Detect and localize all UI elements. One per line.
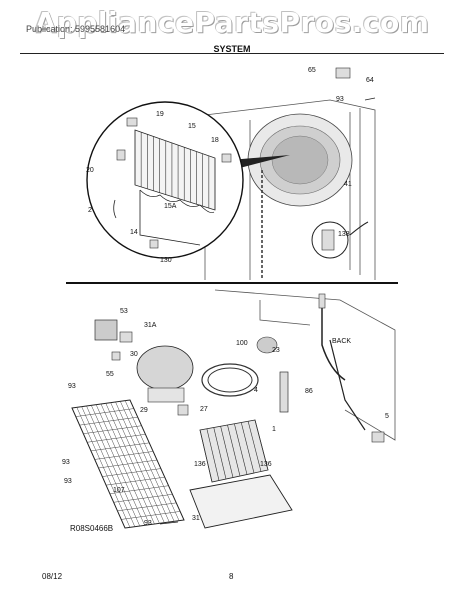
- callout-label: 31A: [144, 322, 157, 329]
- part-23: [256, 336, 278, 354]
- callout-label: 93: [62, 459, 70, 466]
- cabinet-back-lower: [214, 289, 396, 441]
- part-64: [335, 67, 351, 79]
- header-rule: [20, 53, 444, 54]
- callout-label: 65: [308, 67, 316, 74]
- section-title: SYSTEM: [213, 44, 251, 54]
- callout-pointer: [230, 155, 290, 170]
- callout-label: 53: [120, 308, 128, 315]
- evaporator-fan-shroud: [247, 113, 353, 207]
- callout-label: 20: [86, 167, 94, 174]
- part-19: [126, 117, 138, 127]
- callout-label: 93: [336, 96, 344, 103]
- callout-label: 2: [88, 207, 92, 214]
- section-divider: [66, 282, 398, 284]
- footer-date: 08/12: [42, 572, 63, 581]
- callout-label: 23: [272, 347, 280, 354]
- diagram-code: R08S0466B: [70, 524, 114, 533]
- part-27: [177, 404, 189, 416]
- callout-label: 4: [254, 387, 258, 394]
- callout-label: 27: [200, 406, 208, 413]
- callout-label: 1: [272, 426, 276, 433]
- part-53: [94, 319, 118, 341]
- part-107-grille: [71, 399, 185, 529]
- callout-label: 93: [68, 383, 76, 390]
- callout-label: 29: [140, 407, 148, 414]
- callout-label: 93: [144, 520, 152, 527]
- callout-label: 55: [106, 371, 114, 378]
- part-31A: [119, 331, 133, 343]
- callout-label: 15A: [164, 203, 177, 210]
- callout-label: 136: [194, 461, 206, 468]
- callout-label: 138: [338, 231, 350, 238]
- callout-label: 15: [188, 123, 196, 130]
- callout-label: 30: [130, 351, 138, 358]
- part-4-drier: [279, 371, 289, 413]
- callout-label: BACK: [332, 338, 351, 345]
- publication-header: Publication: 5995581604: [26, 24, 126, 34]
- callout-label: 18: [211, 137, 219, 144]
- callout-label: 31: [192, 515, 200, 522]
- condenser-coil: [199, 419, 269, 483]
- part-100: [201, 363, 259, 397]
- compressor: [136, 345, 194, 391]
- callout-label: 130: [160, 257, 172, 264]
- part-5: [371, 431, 385, 443]
- callout-label: 93: [64, 478, 72, 485]
- part-130: [149, 239, 159, 249]
- callout-label: 86: [305, 388, 313, 395]
- footer-page-number: 8: [229, 572, 234, 581]
- callout-label: 41: [344, 181, 352, 188]
- evaporator-coil: [134, 129, 216, 214]
- callout-label: 64: [366, 77, 374, 84]
- callout-label: 100: [236, 340, 248, 347]
- part-20: [116, 149, 126, 161]
- part-55: [111, 351, 121, 361]
- callout-label: 136: [260, 461, 272, 468]
- callout-label: 107: [113, 487, 125, 494]
- watermark: AppliancePartsPros.com: [34, 6, 430, 39]
- part-31-base: [189, 474, 293, 529]
- callout-label: 19: [156, 111, 164, 118]
- part-18: [221, 153, 232, 163]
- callout-label: 14: [130, 229, 138, 236]
- callout-label: 5: [385, 413, 389, 420]
